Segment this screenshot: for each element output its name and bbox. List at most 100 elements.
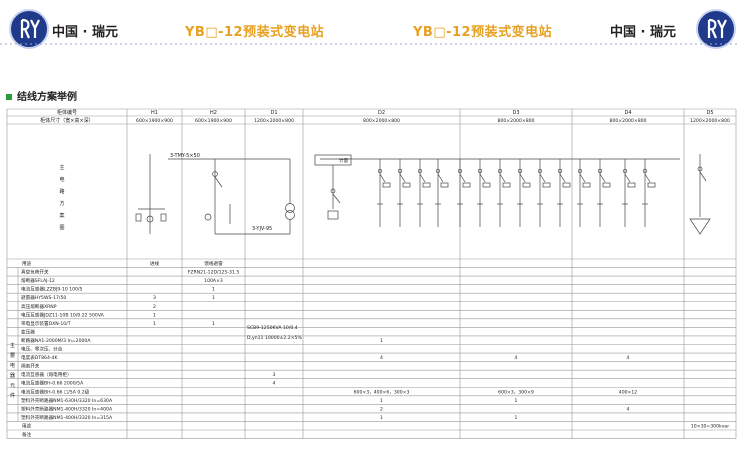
diagram-label-char: 主 xyxy=(59,164,64,171)
row-value: 2 xyxy=(380,406,383,412)
diagram-label-char: 电 xyxy=(59,176,64,183)
row-value: 4 xyxy=(627,406,630,412)
lv-feeder-blade xyxy=(519,173,526,183)
h1-arrester xyxy=(160,213,167,222)
row-value: 1 xyxy=(212,295,215,301)
d5-capacitor-bank xyxy=(689,218,711,235)
doc-title-left: YB□-12预装式变电站 xyxy=(185,25,325,40)
row-value: 4 xyxy=(273,381,276,387)
row-value: 1 xyxy=(380,415,383,421)
section-title-text: 结线方案举例 xyxy=(17,92,77,103)
d1-ct xyxy=(327,210,339,220)
lv-feeder-meter xyxy=(542,182,551,188)
column-header: D4 xyxy=(624,110,631,116)
section-title: 结线方案举例 xyxy=(6,88,77,103)
d1-breaker-node xyxy=(330,188,336,194)
header-dotted-rule xyxy=(0,43,740,45)
busbar-label: 3-TMY-5×50 xyxy=(170,153,200,159)
lv-feeder-node xyxy=(622,168,628,174)
row-value: FZRN21-12D/125-31.5 xyxy=(188,270,240,276)
row-label: 电压、零次压、分合 xyxy=(21,346,63,353)
brand-name-right: 中国 · 瑞元 xyxy=(610,25,676,40)
lv-feeder-blade xyxy=(459,173,466,183)
size-value: 600×1900×900 xyxy=(136,118,173,124)
size-label: 柜体尺寸（宽×高×深） xyxy=(40,117,93,124)
meter-label: 计量 xyxy=(339,157,349,164)
lv-feeder-blade xyxy=(379,173,386,183)
usage2-label: 用途 xyxy=(22,422,32,429)
page-header: 中国 · 瑞元 YB□-12预装式变电站 YB□-12预装式变电站 中国 · 瑞… xyxy=(0,0,740,70)
row-value: 1 xyxy=(515,398,518,404)
lv-feeder-blade xyxy=(599,173,606,183)
section-bullet-icon xyxy=(6,94,12,100)
lv-feeder-meter xyxy=(422,182,431,188)
row-value: 600×3，300×9 xyxy=(498,389,534,395)
lv-feeder-meter xyxy=(440,182,449,188)
d5-usage: 10×30=300kvar xyxy=(691,423,729,429)
column-header: D3 xyxy=(512,110,519,116)
header-label: 柜体编号 xyxy=(57,109,77,116)
lv-feeder-node xyxy=(417,168,423,174)
group-label-char: 要 xyxy=(10,353,15,359)
size-value: 800×2000×800 xyxy=(610,118,647,124)
row-label: 隔离开关 xyxy=(21,363,40,370)
row-value: 馈线避雷 xyxy=(204,260,223,267)
size-value: 1200×2000×800 xyxy=(254,118,294,124)
column-header: D2 xyxy=(378,110,385,116)
h2-switch-node xyxy=(212,171,218,177)
doc-title-right: YB□-12预装式变电站 xyxy=(413,25,553,40)
company-logo-left xyxy=(9,9,49,49)
row-value: 1 xyxy=(153,312,156,318)
row-label: 高压熔断器XRNP xyxy=(21,303,57,310)
group-label-char: 主 xyxy=(10,342,15,349)
row-label: 塑料外壳断路器NM1-630H/3320 In=630A xyxy=(21,397,113,404)
lv-feeder-blade xyxy=(559,173,566,183)
lv-feeder-meter xyxy=(582,182,591,188)
brand-name-left: 中国 · 瑞元 xyxy=(52,25,118,40)
group-label-char: 电 xyxy=(10,362,15,369)
remarks-label: 备注 xyxy=(22,431,32,438)
lv-feeder-blade xyxy=(437,173,444,183)
row-label: 塑料外壳断路器NM1-400H/3320 In=400A xyxy=(21,405,113,412)
row-label: 塑料外壳断路器NM1-400H/3320 In=315A xyxy=(21,414,113,421)
row-label: 真空负荷开关 xyxy=(21,269,49,276)
diagram-label-char: 案 xyxy=(59,212,64,219)
table-grid xyxy=(6,108,737,439)
lv-feeder-blade xyxy=(539,173,546,183)
column-header: H1 xyxy=(151,110,158,116)
lv-feeder-blade xyxy=(624,173,631,183)
lv-feeder-meter xyxy=(462,182,471,188)
column-header: D5 xyxy=(706,110,713,116)
lv-feeder-meter xyxy=(647,182,656,188)
d5-switch-blade xyxy=(699,171,707,182)
row-label: 电压互感器JDZ11-10B 10/0.22 500VA xyxy=(21,311,105,318)
lv-feeder-node xyxy=(517,168,523,174)
row-value: 4 xyxy=(380,355,383,361)
row-value: 3 xyxy=(153,295,156,301)
row-label: 电流互感器BH-0.66 2000/5A xyxy=(21,380,84,387)
h2-switch-blade xyxy=(214,176,223,188)
column-header: H2 xyxy=(210,110,217,116)
row-value: 600×3，400×6，300×3 xyxy=(354,389,410,395)
lv-feeder-node xyxy=(377,168,383,174)
h2-indicator xyxy=(204,213,212,221)
lv-feeder-node xyxy=(577,168,583,174)
row-value: 1 xyxy=(380,338,383,344)
row-label: 电流互感器LZZBJ9-10 100/5 xyxy=(21,286,83,293)
lv-feeder-node xyxy=(477,168,483,174)
lv-feeder-meter xyxy=(402,182,411,188)
cable-label: 3-YJV-95 xyxy=(252,226,272,232)
lv-feeder-blade xyxy=(479,173,486,183)
d5-switch-node xyxy=(697,166,703,172)
size-value: 800×2000×800 xyxy=(363,118,400,124)
row-value: 3 xyxy=(273,372,276,378)
lv-feeder-node xyxy=(557,168,563,174)
size-value: 800×2000×800 xyxy=(498,118,535,124)
row-value: 进线 xyxy=(150,260,160,267)
lv-feeder-meter xyxy=(602,182,611,188)
lv-feeder-node xyxy=(435,168,441,174)
transformer-spec: SCB9-1250KVA 10/0.4 xyxy=(247,325,298,331)
row-label: 用途 xyxy=(22,260,32,267)
